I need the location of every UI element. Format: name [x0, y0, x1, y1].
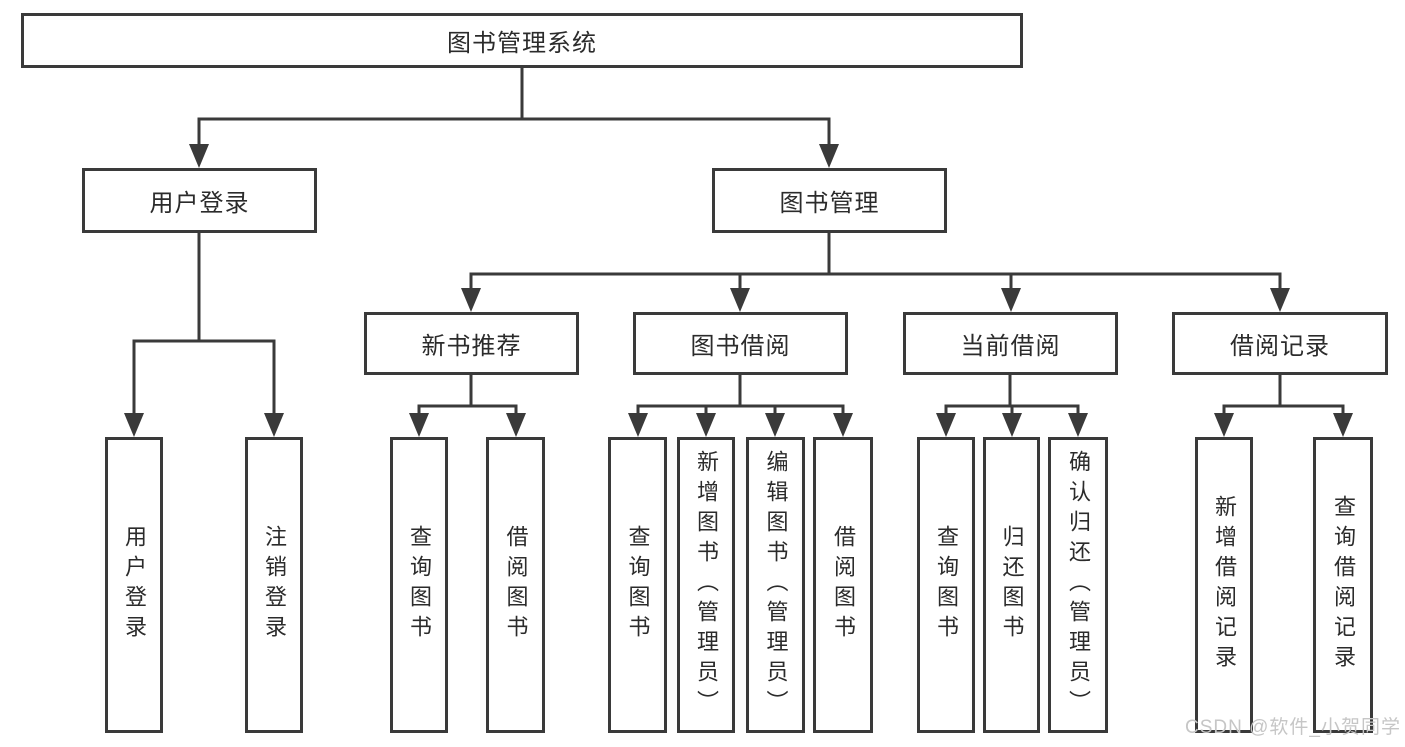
node-leaf-return-books: 归还图书: [983, 437, 1040, 733]
node-leaf-logout-login: 注销登录: [245, 437, 303, 733]
node-new-book-recommend: 新书推荐: [364, 312, 579, 375]
node-root-library-system: 图书管理系统: [21, 13, 1023, 68]
node-current-borrowing: 当前借阅: [903, 312, 1118, 375]
node-leaf-query-borrow-record: 查询借阅记录: [1313, 437, 1373, 733]
node-leaf-borrow-books-borrowing: 借阅图书: [813, 437, 873, 733]
node-leaf-edit-books-admin: 编辑图书（管理员）: [746, 437, 805, 733]
arrow-heads: [124, 144, 1353, 437]
node-user-login-module: 用户登录: [82, 168, 317, 233]
node-book-management-module: 图书管理: [712, 168, 947, 233]
node-leaf-borrow-books-recommend: 借阅图书: [486, 437, 545, 733]
node-book-borrowing: 图书借阅: [633, 312, 848, 375]
node-leaf-query-books-current: 查询图书: [917, 437, 975, 733]
node-borrowing-records: 借阅记录: [1172, 312, 1388, 375]
csdn-watermark: CSDN @软件_小贺同学: [1185, 717, 1401, 738]
node-leaf-user-login: 用户登录: [105, 437, 163, 733]
node-leaf-query-books-borrowing: 查询图书: [608, 437, 667, 733]
node-leaf-query-books-recommend: 查询图书: [390, 437, 448, 733]
node-leaf-confirm-return-admin: 确认归还（管理员）: [1048, 437, 1108, 733]
node-leaf-add-books-admin: 新增图书（管理员）: [677, 437, 735, 733]
node-leaf-add-borrow-record: 新增借阅记录: [1195, 437, 1253, 733]
